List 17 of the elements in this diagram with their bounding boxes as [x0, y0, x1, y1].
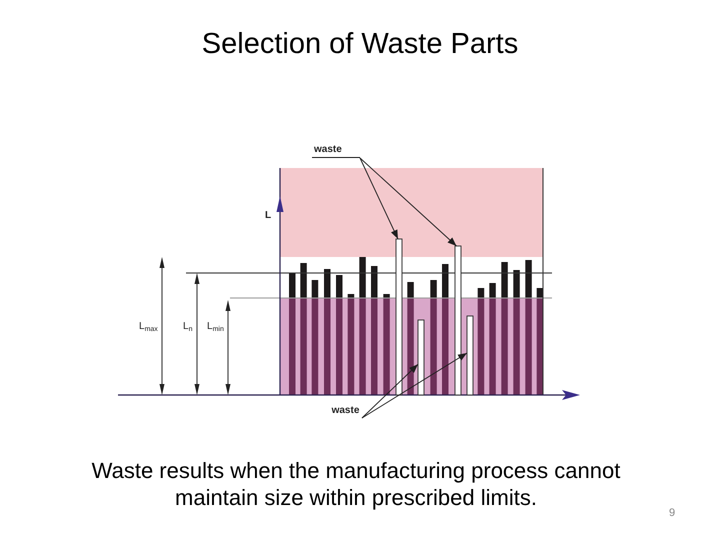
dimension-label: L$_{min}$	[207, 320, 224, 333]
leader-arrow	[360, 158, 398, 240]
leader-arrow	[360, 158, 457, 246]
page-number: 9	[669, 506, 676, 520]
caption: Waste results when the manufacturing process cannot maintain size within prescribed limits.	[90, 457, 622, 511]
dimension-label: L$_{n}$	[183, 320, 192, 333]
dimension-label: L$_{max}$	[139, 320, 158, 333]
axis-label: L	[265, 209, 272, 222]
slide-title: Selection of Waste Parts	[202, 27, 518, 61]
waste-part-bar	[466, 316, 474, 396]
waste-part-bar	[454, 246, 462, 396]
waste-part-bar	[418, 320, 424, 396]
waste-part-bar	[396, 238, 402, 396]
leader-arrow	[362, 364, 418, 418]
leader-arrow	[362, 352, 468, 418]
callout-label: waste	[312, 143, 360, 158]
callout-label: waste	[329, 404, 362, 418]
